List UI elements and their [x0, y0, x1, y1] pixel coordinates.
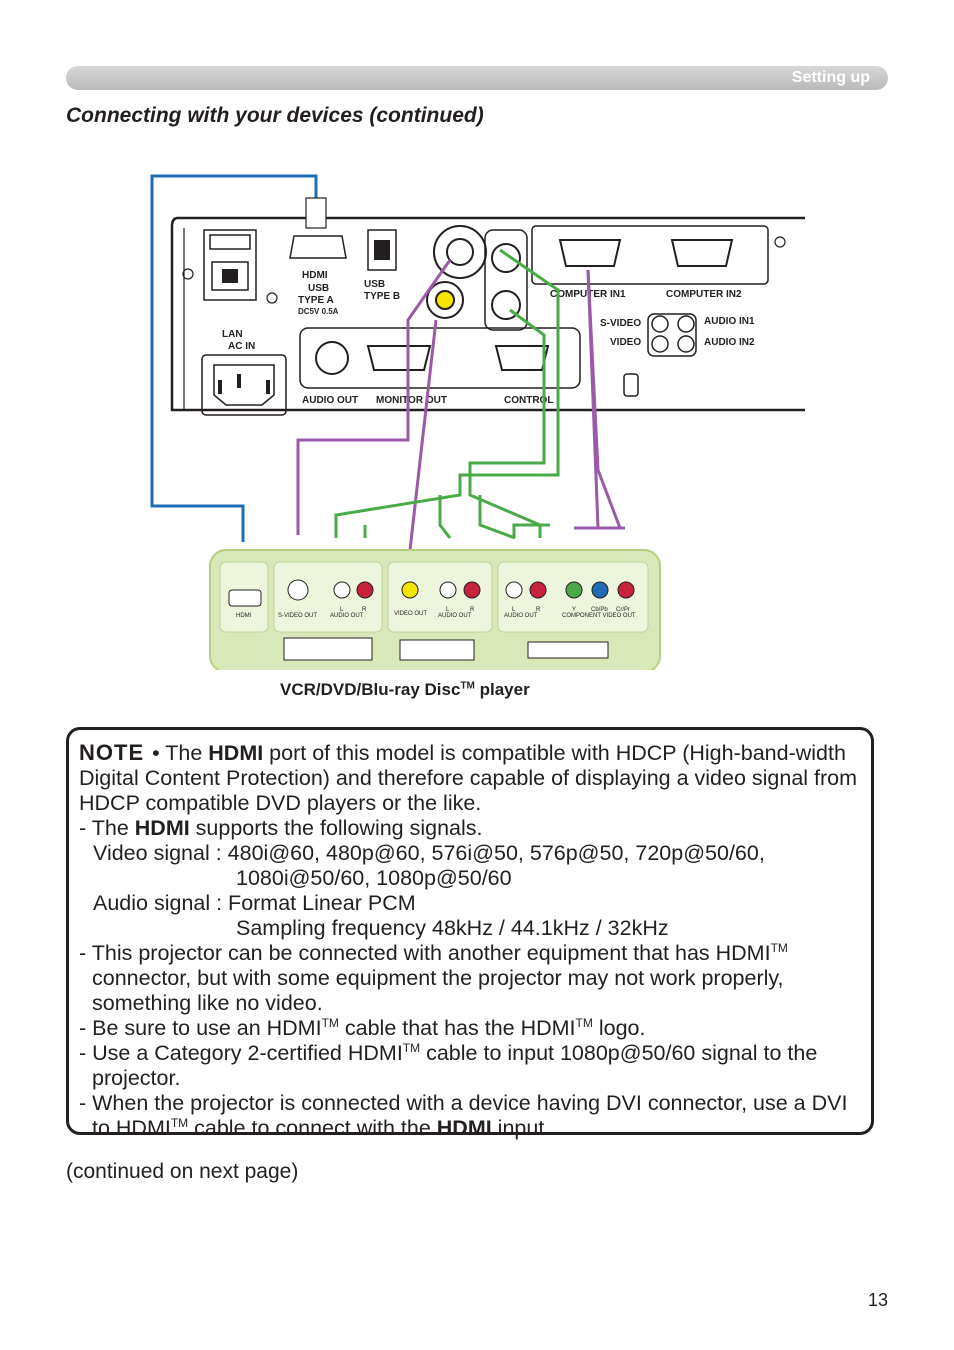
diagram-caption: VCR/DVD/Blu-ray DiscTM player: [280, 680, 530, 700]
label-usb-a-type: TYPE A: [298, 295, 334, 306]
device-label-y: Y: [572, 607, 576, 613]
page-number: 13: [867, 1290, 888, 1310]
tm-mark: TM: [575, 1016, 593, 1030]
tm-mark: TM: [321, 1016, 339, 1030]
label-audio-in2: AUDIO IN2: [704, 337, 755, 348]
audio-signal-line: Audio signal : Format Linear PCM: [93, 891, 416, 915]
caption-suffix: player: [474, 680, 530, 699]
note-p4-a: - Be sure to use an HDMI: [79, 1016, 322, 1040]
label-monitor-out: MONITOR OUT: [376, 395, 447, 406]
label-audio-in1: AUDIO IN1: [704, 316, 755, 327]
connection-diagram: HDMI USB TYPE A DC5V 0.5A USB TYPE B LAN…: [150, 174, 805, 670]
label-audio-out: AUDIO OUT: [302, 395, 358, 406]
label-s-video: S-VIDEO: [600, 318, 641, 329]
note-box: NOTE • The HDMI port of this model is com…: [66, 727, 874, 1140]
device-label-hdmi: HDMI: [236, 613, 252, 619]
note-p5-b: cable to input 1080p@50/60 signal to the…: [92, 1041, 818, 1090]
caption-text: VCR/DVD/Blu-ray Disc: [280, 680, 461, 699]
device-label-component: COMPONENT VIDEO OUT: [562, 613, 636, 619]
device-label-r-3: R: [536, 607, 541, 613]
cables: [150, 174, 625, 551]
label-ac-in: AC IN: [228, 341, 255, 352]
label-computer-in2: COMPUTER IN2: [666, 289, 742, 300]
device-label-audio-out-3: AUDIO OUT: [504, 613, 538, 619]
device-panel: HDMI S-VIDEO OUT L R AUDIO OUT VIDEO OUT…: [209, 549, 661, 670]
video-signal-line: Video signal : 480i@60, 480p@60, 576i@50…: [93, 841, 765, 865]
note-paragraph-5: - Use a Category 2-certified HDMITM cabl…: [79, 1041, 867, 1091]
note-p1-text: port of this model is compatible with HD…: [79, 741, 858, 815]
note-paragraph-1: NOTE • The HDMI port of this model is com…: [79, 740, 867, 816]
video-signal-line-2: 1080i@50/60, 1080p@50/60: [236, 866, 512, 890]
note-p4-c: logo.: [592, 1016, 646, 1040]
note-paragraph-4: - Be sure to use an HDMITM cable that ha…: [79, 1016, 867, 1041]
caption-tm: TM: [460, 680, 475, 692]
note-p2-text: supports the following signals.: [189, 816, 483, 840]
note-p5-a: - Use a Category 2-certified HDMI: [79, 1041, 403, 1065]
label-control: CONTROL: [504, 395, 553, 406]
note-p6-a: - When the projector is connected with a…: [79, 1091, 848, 1140]
continued-text: (continued on next page): [66, 1160, 299, 1183]
note-p6-b: cable to connect with the: [188, 1116, 437, 1140]
note-paragraph-3: - This projector can be connected with a…: [79, 941, 867, 1016]
note-bullet: • The: [152, 741, 209, 765]
projector-panel: HDMI USB TYPE A DC5V 0.5A USB TYPE B LAN…: [170, 216, 805, 416]
label-usb-b-type: TYPE B: [364, 291, 400, 302]
device-label-l-3: L: [512, 607, 516, 613]
header-bar: Setting up: [66, 66, 888, 90]
label-usb-a-power: DC5V 0.5A: [298, 307, 339, 316]
label-hdmi: HDMI: [302, 270, 328, 281]
device-label-s-video-out: S-VIDEO OUT: [278, 613, 317, 619]
device-label-l-2: L: [446, 607, 450, 613]
note-paragraph-2: - The HDMI supports the following signal…: [79, 816, 867, 841]
device-label-cr-pr: Cr/Pr: [616, 607, 630, 613]
device-label-audio-out-2: AUDIO OUT: [438, 613, 472, 619]
note-p3-b: connector, but with some equipment the p…: [92, 966, 784, 1015]
audio-signal-line-2: Sampling frequency 48kHz / 44.1kHz / 32k…: [236, 916, 669, 940]
note-p2-pre: - The: [79, 816, 135, 840]
device-label-r-2: R: [470, 607, 475, 613]
tm-mark: TM: [770, 941, 788, 955]
tm-mark: TM: [402, 1041, 421, 1055]
hdmi-term: HDMI: [208, 741, 264, 765]
label-video: VIDEO: [610, 337, 641, 348]
note-paragraph-6: - When the projector is connected with a…: [79, 1091, 867, 1141]
section-label: Setting up: [791, 69, 870, 86]
label-usb-a: USB: [308, 283, 329, 294]
tm-mark: TM: [170, 1116, 189, 1130]
label-usb-b: USB: [364, 279, 385, 290]
note-p4-b: cable that has the HDMI: [338, 1016, 576, 1040]
device-label-audio-out-1: AUDIO OUT: [330, 613, 364, 619]
device-label-video-out: VIDEO OUT: [394, 611, 427, 617]
hdmi-term: HDMI: [134, 816, 190, 840]
label-lan: LAN: [222, 329, 243, 340]
device-label-cb-pb: Cb/Pb: [591, 607, 608, 613]
note-label: NOTE: [79, 740, 145, 765]
device-label-l-1: L: [340, 607, 344, 613]
device-label-r-1: R: [362, 607, 367, 613]
page-title: Connecting with your devices (continued): [66, 104, 484, 127]
hdmi-term: HDMI: [436, 1116, 492, 1140]
note-p6-c: input.: [491, 1116, 551, 1140]
note-p3-a: - This projector can be connected with a…: [79, 941, 771, 965]
